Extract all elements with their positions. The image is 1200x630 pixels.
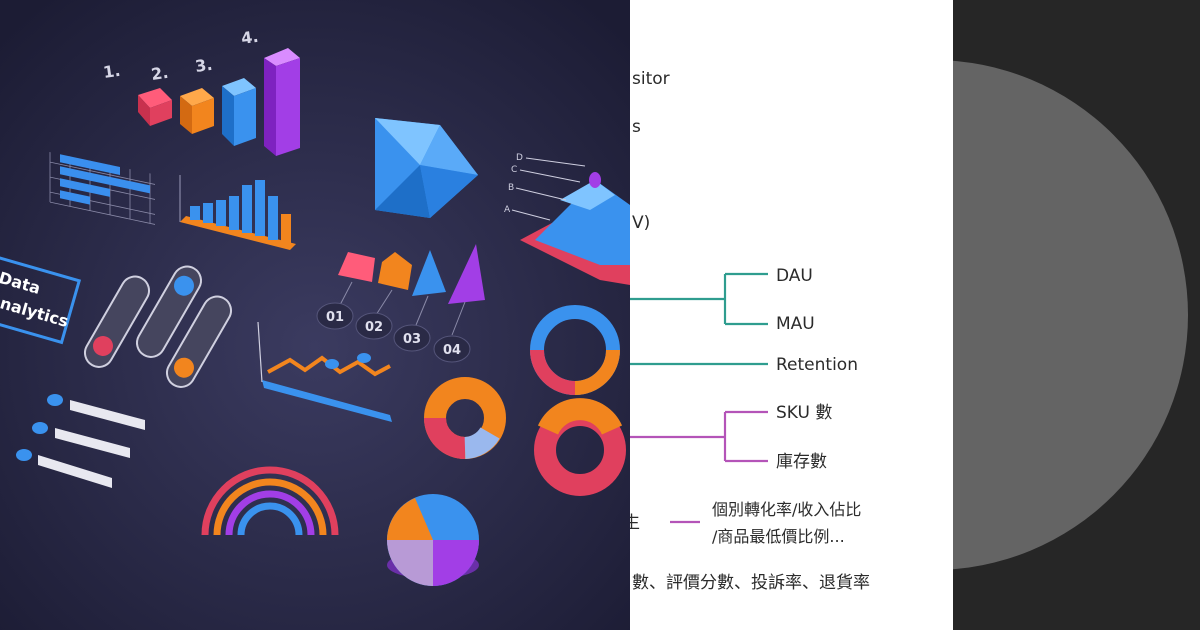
grey-circle [953, 60, 1188, 570]
rank-label-3: 3. [194, 55, 214, 76]
line-chart [257, 321, 392, 422]
crystal-shape [375, 118, 478, 218]
node-conversion-line-2: /商品最低價比例... [712, 527, 845, 546]
text-fragment-s: s [632, 117, 641, 137]
rainbow-arch [201, 466, 339, 536]
rank-label-2: 2. [150, 63, 170, 84]
donut-chart-blue [530, 305, 620, 395]
node-dau: DAU [776, 266, 813, 286]
pyramid-label-d: D [516, 153, 523, 163]
node-stock: 庫存數 [776, 452, 827, 472]
data-analytics-illustration: 1. 2. 3. 4. [0, 0, 630, 630]
node-mau: MAU [776, 314, 815, 334]
pyramid-chart: D C B A [504, 153, 630, 285]
text-fragment-visitor: sitor [632, 69, 670, 89]
text-fragment-v: V) [632, 213, 650, 233]
list-bars [16, 394, 145, 488]
step-shapes: 01 02 03 04 [316, 244, 485, 363]
slider-widgets [84, 265, 232, 388]
node-conversion-line-1: 個別轉化率/收入佔比 [712, 500, 861, 519]
donut-chart-red [534, 398, 626, 496]
metrics-tree-diagram: sitor s V) DAU MAU Retention SKU 數 庫存數 生… [630, 0, 953, 630]
pie-chart [387, 494, 479, 586]
illustration-background [0, 0, 630, 630]
pyramid-label-a: A [504, 205, 511, 215]
vertical-bar-chart [179, 175, 296, 250]
rank-label-1: 1. [102, 61, 122, 82]
step-label-01: 01 [326, 310, 344, 325]
pyramid-label-b: B [508, 183, 514, 193]
step-label-02: 02 [365, 320, 383, 335]
decorative-circle-panel [953, 0, 1200, 630]
node-retention: Retention [776, 355, 858, 375]
step-label-04: 04 [443, 343, 461, 358]
connector-dau-mau [630, 272, 768, 326]
step-label-03: 03 [403, 332, 421, 347]
pyramid-label-c: C [511, 165, 517, 175]
connector-sku-stock [630, 410, 768, 463]
donut-chart-orange [424, 377, 506, 459]
ranking-bar-chart: 1. 2. 3. 4. [102, 27, 300, 156]
node-sku: SKU 數 [776, 403, 832, 423]
node-metrics: 數、評價分數、投訴率、退貨率 [632, 573, 870, 593]
rank-label-4: 4. [240, 27, 260, 48]
horizontal-bar-chart [49, 152, 155, 225]
text-fragment-left: 生 [630, 513, 640, 533]
